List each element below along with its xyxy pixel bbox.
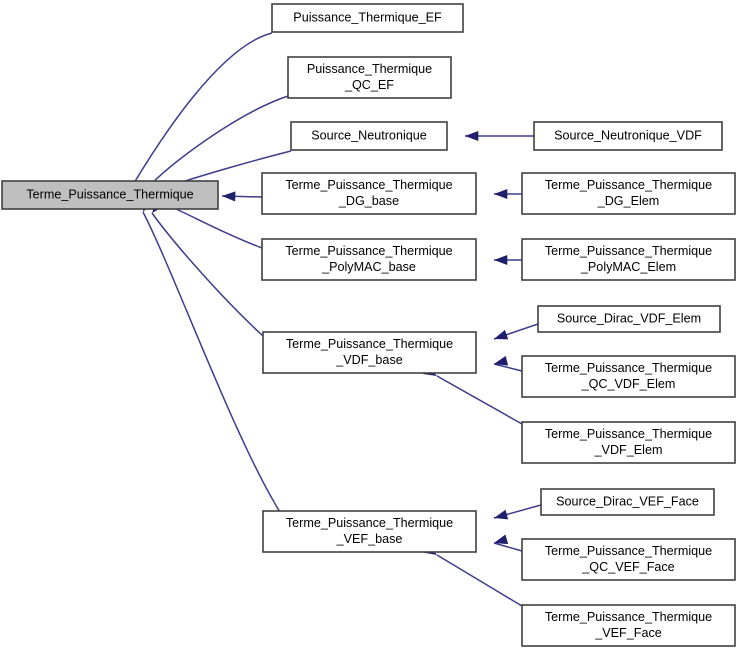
node-terme-puissance-thermique[interactable]: Terme_Puissance_Thermique: [1, 180, 219, 210]
arrowhead-icon: [494, 254, 508, 266]
edge-terme-puissance-thermique-qc-vdf-elem-to-terme-puissance-thermique-vdf-base: [493, 355, 523, 372]
arrowhead-icon: [465, 130, 479, 142]
nodes-layer: Terme_Puissance_Thermique Puissance_Therm…: [1, 3, 736, 647]
node-box[interactable]: [261, 238, 477, 281]
node-box[interactable]: [521, 538, 736, 581]
node-terme-puissance-thermique-vef-face[interactable]: Terme_Puissance_Thermique_VEF_Face: [521, 604, 736, 647]
node-box[interactable]: [521, 172, 736, 215]
node-box[interactable]: [537, 305, 721, 333]
node-box[interactable]: [287, 56, 452, 99]
edge-line: [175, 208, 263, 249]
edge-line: [493, 542, 523, 552]
edge-source-neutronique-vdf-to-source-neutronique: [465, 130, 534, 142]
node-box[interactable]: [521, 355, 736, 398]
node-source-dirac-vef-face[interactable]: Source_Dirac_VEF_Face: [540, 488, 715, 516]
edge-terme-puissance-thermique-vef-face-to-terme-puissance-thermique-vef-base: [423, 543, 523, 607]
edge-terme-puissance-thermique-vdf-elem-to-terme-puissance-thermique-vdf-base: [422, 365, 523, 425]
arrowhead-icon: [494, 534, 509, 545]
edge-line: [436, 554, 523, 607]
edge-puissance-thermique-ef-to-terme-puissance-thermique: [133, 32, 273, 198]
node-box[interactable]: [262, 331, 477, 374]
arrowhead-icon: [494, 509, 509, 520]
node-source-dirac-vdf-elem[interactable]: Source_Dirac_VDF_Elem: [537, 305, 721, 333]
edge-source-dirac-vdf-elem-to-terme-puissance-thermique-vdf-base: [493, 323, 539, 340]
edge-terme-puissance-thermique-qc-vef-face-to-terme-puissance-thermique-vef-base: [493, 534, 523, 552]
node-box[interactable]: [262, 510, 477, 553]
node-box[interactable]: [521, 604, 736, 647]
edge-line: [150, 95, 289, 185]
edge-line: [151, 212, 264, 337]
node-box[interactable]: [533, 121, 723, 151]
arrowhead-icon: [494, 188, 508, 200]
edge-line: [493, 363, 523, 372]
edge-line: [436, 375, 523, 425]
arrowhead-icon: [494, 355, 509, 366]
node-terme-puissance-thermique-vdf-base[interactable]: Terme_Puissance_Thermique_VDF_base: [262, 331, 477, 374]
node-puissance-thermique-ef[interactable]: Puissance_Thermique_EF: [271, 3, 464, 33]
node-box[interactable]: [540, 488, 715, 516]
edge-terme-puissance-thermique-dg-elem-to-terme-puissance-thermique-dg-base: [494, 188, 522, 200]
node-box[interactable]: [271, 3, 464, 33]
arrowhead-icon: [222, 191, 236, 202]
edge-source-dirac-vef-face-to-terme-puissance-thermique-vef-base: [493, 504, 542, 520]
node-terme-puissance-thermique-qc-vef-face[interactable]: Terme_Puissance_Thermique_QC_VEF_Face: [521, 538, 736, 581]
node-source-neutronique-vdf[interactable]: Source_Neutronique_VDF: [533, 121, 723, 151]
edge-line: [142, 211, 281, 513]
edge-terme-puissance-thermique-vef-base-to-terme-puissance-thermique: [142, 197, 281, 513]
arrowhead-icon: [494, 329, 509, 340]
node-terme-puissance-thermique-dg-base[interactable]: Terme_Puissance_Thermique_DG_base: [261, 172, 477, 215]
node-box[interactable]: [521, 421, 736, 464]
node-terme-puissance-thermique-polymac-elem[interactable]: Terme_Puissance_Thermique_PolyMAC_Elem: [521, 238, 736, 281]
node-terme-puissance-thermique-dg-elem[interactable]: Terme_Puissance_Thermique_DG_Elem: [521, 172, 736, 215]
edge-terme-puissance-thermique-polymac-elem-to-terme-puissance-thermique-polymac-base: [494, 254, 522, 266]
node-box[interactable]: [261, 172, 477, 215]
node-terme-puissance-thermique-vef-base[interactable]: Terme_Puissance_Thermique_VEF_base: [262, 510, 477, 553]
node-terme-puissance-thermique-qc-vdf-elem[interactable]: Terme_Puissance_Thermique_QC_VDF_Elem: [521, 355, 736, 398]
edge-terme-puissance-thermique-vdf-base-to-terme-puissance-thermique: [151, 199, 264, 337]
node-box[interactable]: [521, 238, 736, 281]
edge-line: [133, 32, 273, 184]
node-puissance-thermique-qc-ef[interactable]: Puissance_Thermique_QC_EF: [287, 56, 452, 99]
node-source-neutronique[interactable]: Source_Neutronique: [290, 121, 448, 151]
node-box[interactable]: [1, 180, 219, 210]
node-terme-puissance-thermique-vdf-elem[interactable]: Terme_Puissance_Thermique_VDF_Elem: [521, 421, 736, 464]
node-terme-puissance-thermique-polymac-base[interactable]: Terme_Puissance_Thermique_PolyMAC_base: [261, 238, 477, 281]
edge-terme-puissance-thermique-dg-base-to-terme-puissance-thermique: [221, 191, 263, 202]
node-box[interactable]: [290, 121, 448, 151]
